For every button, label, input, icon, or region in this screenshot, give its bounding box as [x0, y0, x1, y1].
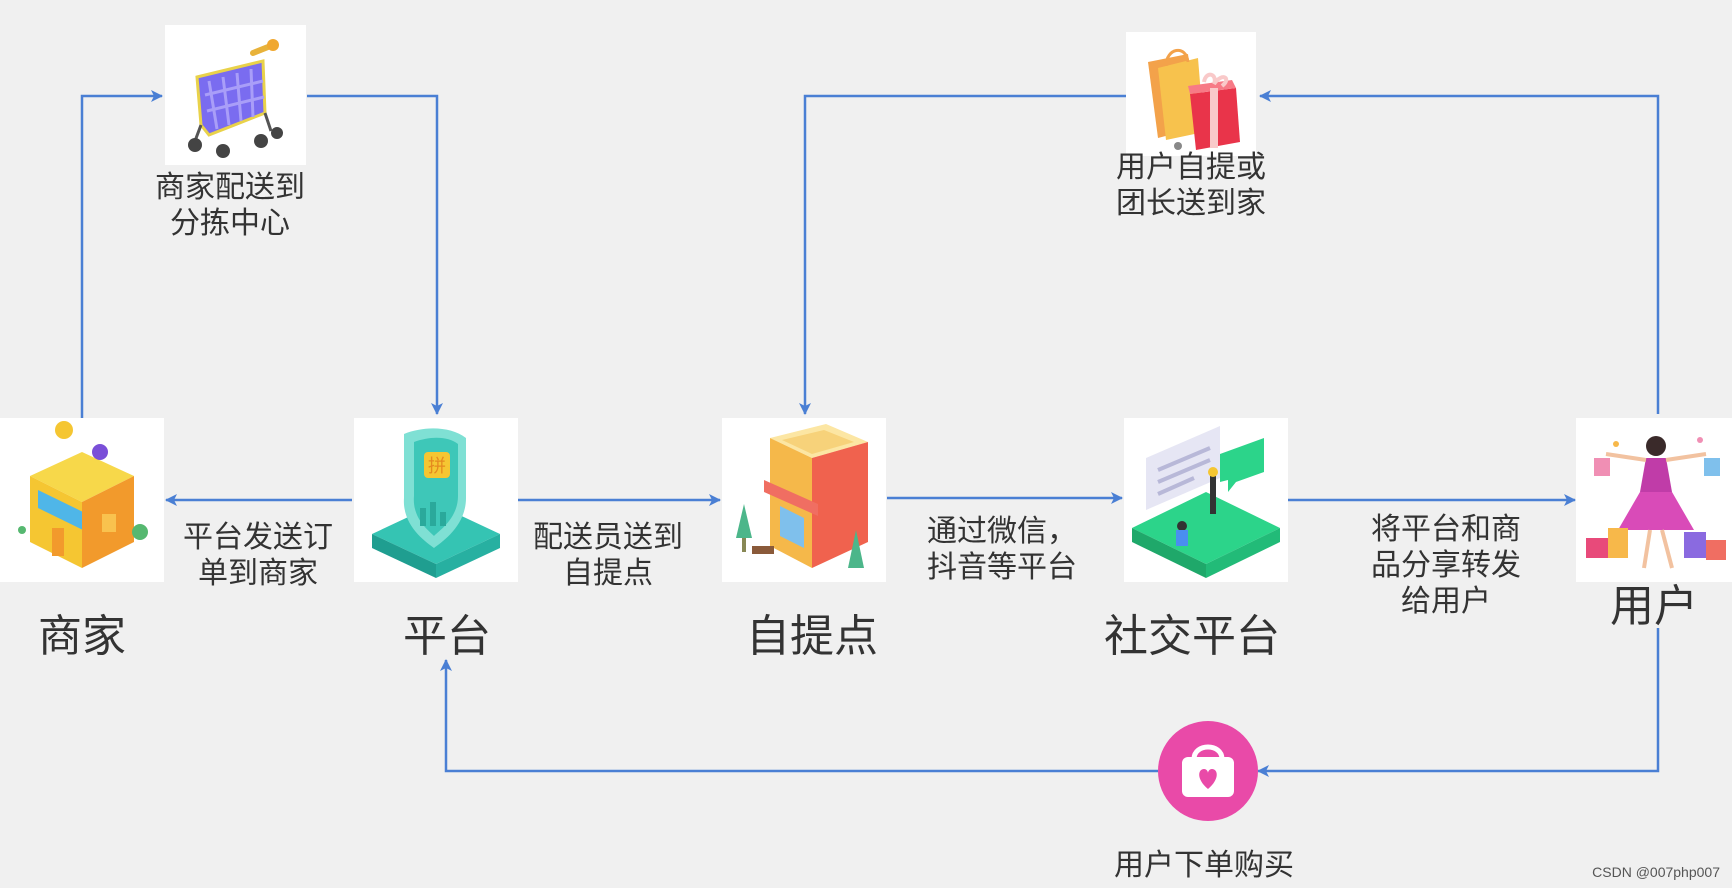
- edge-label-via-wechat: 通过微信， 抖音等平台: [927, 514, 1077, 585]
- svg-text:拼: 拼: [428, 456, 446, 477]
- arrow-delivery-to-pickup: [799, 94, 1126, 415]
- edge-label-platform-to-merchant: 平台发送订 单到商家: [183, 520, 333, 591]
- edge-label-share-to-users: 将平台和商 品分享转发 给用户: [1371, 512, 1521, 619]
- shop-building-icon: [0, 418, 164, 582]
- shopping-woman-icon: [1576, 418, 1732, 582]
- edge-label-user-pickup-delivery: 用户自提或 团长送到家: [1116, 150, 1266, 221]
- arrow-user-to-order: [1257, 628, 1660, 777]
- node-label-social-platform: 社交平台: [1104, 611, 1280, 662]
- node-label-pickup-point: 自提点: [746, 611, 878, 662]
- shopping-cart-icon: [165, 25, 306, 165]
- shopping-bag-heart-icon: [1158, 721, 1258, 821]
- arrow-merchant-to-cart: [80, 90, 163, 418]
- arrow-user-to-delivery: [1259, 90, 1660, 414]
- node-label-platform: 平台: [403, 611, 491, 662]
- gift-bags-icon: [1126, 32, 1256, 156]
- edge-label-merchant-to-center: 商家配送到 分拣中心: [155, 170, 305, 241]
- node-label-merchant: 商家: [38, 611, 126, 662]
- arrow-cart-to-platform: [307, 94, 443, 415]
- watermark: CSDN @007php007: [1592, 864, 1720, 880]
- edge-label-courier-to-pickup: 配送员送到 自提点: [533, 520, 683, 591]
- platform-badge-icon: 拼: [354, 418, 518, 582]
- arrow-order-to-platform: [440, 659, 1158, 773]
- storefront-icon: [722, 418, 886, 582]
- chat-messages-icon: [1124, 418, 1288, 582]
- node-label-user: 用户: [1610, 581, 1698, 632]
- edge-label-user-order: 用户下单购买: [1114, 848, 1294, 883]
